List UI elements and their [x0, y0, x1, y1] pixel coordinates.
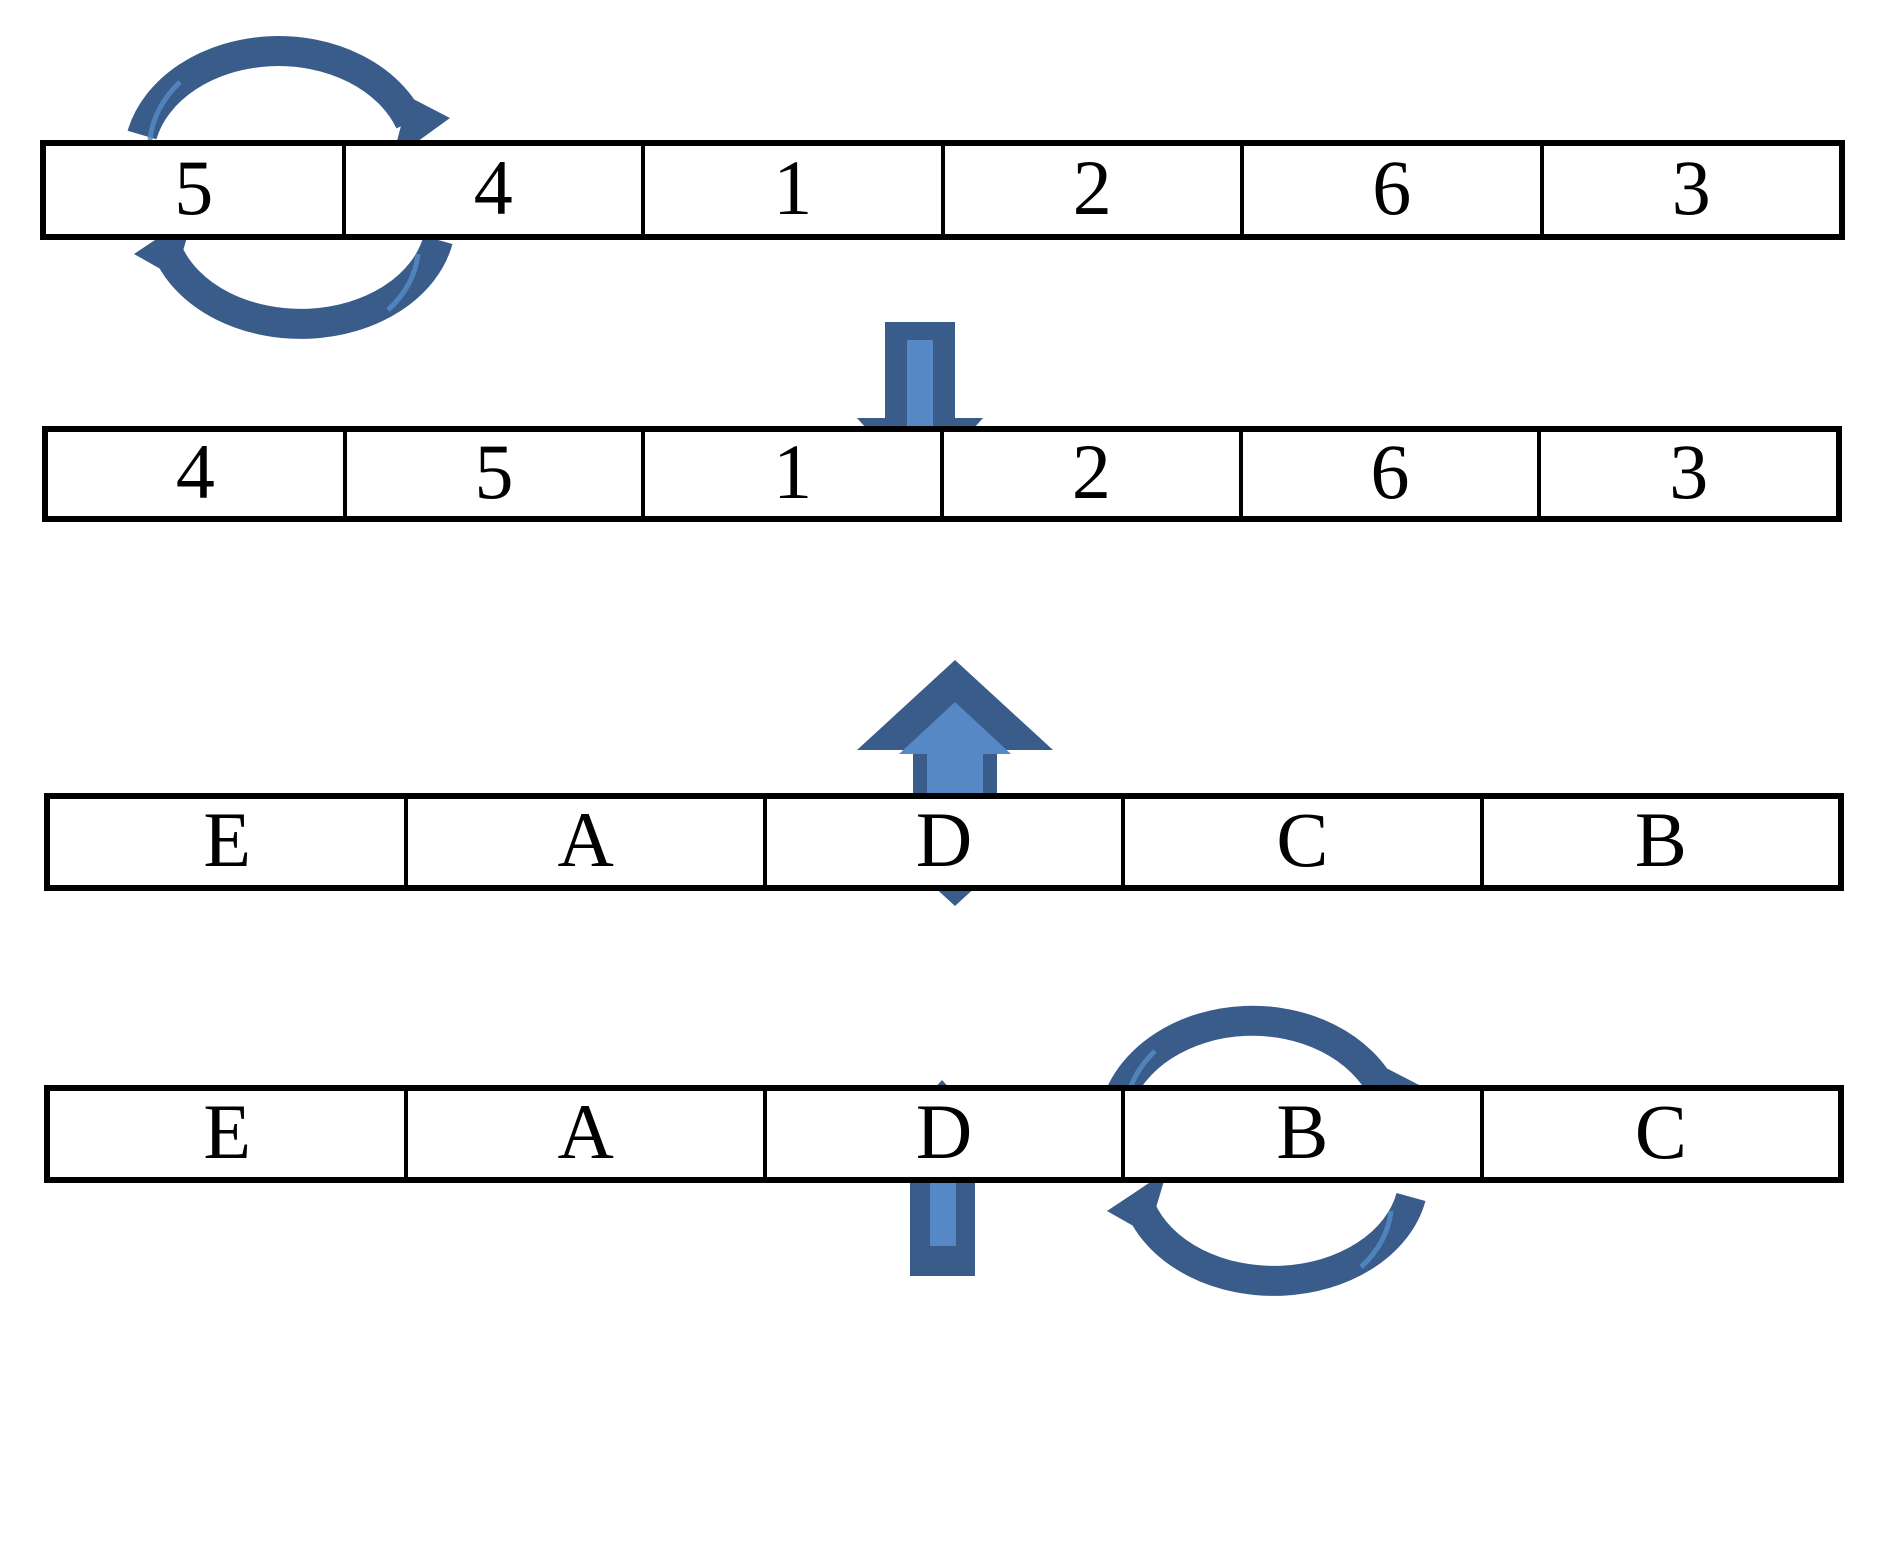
cell-value: 2: [1072, 144, 1112, 231]
array-cell[interactable]: E: [50, 1088, 409, 1177]
array-row-1: 5 4 1 2 6 3: [40, 140, 1845, 240]
cell-value: E: [203, 1088, 252, 1175]
array-cell[interactable]: A: [408, 1088, 767, 1177]
cell-value: 5: [474, 428, 514, 515]
array-cell[interactable]: 2: [944, 144, 1244, 234]
cell-value: A: [557, 796, 614, 883]
array-cell[interactable]: D: [766, 796, 1126, 885]
array-cell[interactable]: C: [1125, 796, 1484, 885]
cell-value: C: [1634, 1088, 1687, 1175]
cell-value: 4: [175, 428, 215, 515]
cell-value: 6: [1370, 428, 1410, 515]
swap-cycle-icon-bottom: [1095, 975, 1445, 1300]
array-cell[interactable]: 6: [1244, 146, 1544, 234]
cell-value: 5: [174, 144, 214, 231]
cell-value: 3: [1671, 144, 1711, 231]
array-cell[interactable]: 3: [1541, 428, 1837, 516]
array-cell[interactable]: 5: [46, 146, 346, 234]
array-row-2: 4 5 1 2 6 3: [42, 426, 1842, 522]
array-cell[interactable]: 3: [1543, 144, 1839, 234]
cell-value: E: [203, 796, 252, 883]
array-cell[interactable]: 4: [345, 144, 645, 234]
cell-value: 4: [473, 144, 513, 231]
swap-cycle-icon-top: [120, 10, 470, 350]
cell-value: A: [557, 1088, 614, 1175]
array-cell[interactable]: E: [50, 796, 409, 885]
array-row-3: E A D C B: [44, 793, 1844, 891]
array-cell[interactable]: 6: [1242, 428, 1542, 516]
array-cell[interactable]: A: [408, 796, 767, 885]
cell-value: B: [1634, 796, 1687, 883]
array-cell[interactable]: C: [1483, 1088, 1839, 1177]
array-cell[interactable]: 4: [48, 432, 347, 516]
array-cell[interactable]: 1: [645, 146, 945, 234]
cell-value: D: [915, 1088, 973, 1175]
cell-value: 3: [1669, 428, 1709, 515]
array-cell[interactable]: 2: [944, 432, 1243, 516]
cell-value: 2: [1071, 428, 1111, 515]
cell-value: D: [915, 796, 973, 883]
array-cell[interactable]: B: [1483, 796, 1839, 885]
array-cell[interactable]: B: [1125, 1088, 1484, 1177]
cell-value: 1: [773, 428, 813, 515]
cell-value: C: [1276, 796, 1329, 883]
array-cell[interactable]: D: [766, 1088, 1126, 1177]
array-row-4: E A D B C: [44, 1085, 1844, 1183]
array-cell[interactable]: 1: [645, 428, 945, 516]
array-cell[interactable]: 5: [346, 428, 646, 516]
cell-value: 6: [1372, 144, 1412, 231]
cell-value: 1: [773, 144, 813, 231]
cell-value: B: [1276, 1088, 1329, 1175]
